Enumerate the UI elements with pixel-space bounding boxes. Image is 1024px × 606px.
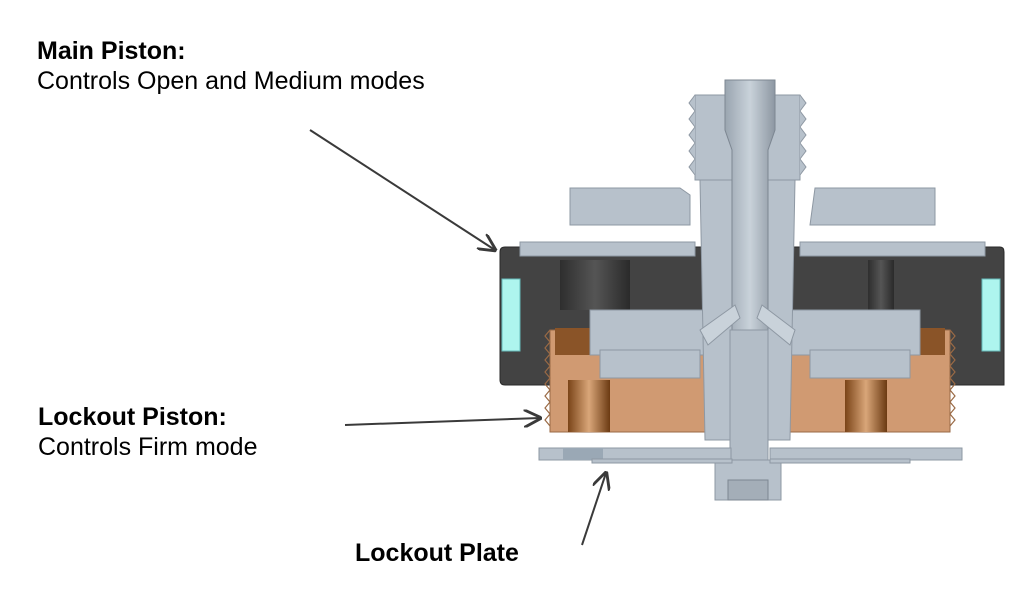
lockout-piston-arrow	[344, 418, 540, 425]
seal-right	[981, 278, 1001, 352]
seal-left	[501, 278, 521, 352]
housing-port-left	[560, 260, 630, 310]
lockout-plate-arrow	[581, 473, 606, 546]
main-piston-label: Main Piston: Controls Open and Medium mo…	[37, 36, 425, 96]
main-piston	[519, 241, 986, 379]
main-piston-description: Controls Open and Medium modes	[37, 67, 425, 95]
lockout-piston-description: Controls Firm mode	[38, 433, 258, 461]
lockout-piston-title: Lockout Piston:	[38, 403, 227, 431]
lockout-plate-label: Lockout Plate	[355, 538, 519, 568]
top-flange-left	[569, 187, 691, 226]
threaded-stem	[688, 79, 807, 501]
main-piston-arrow	[309, 129, 495, 250]
top-flange-right	[809, 187, 936, 226]
lockout-piston-label: Lockout Piston: Controls Firm mode	[38, 402, 258, 462]
lockout-port-left	[568, 380, 610, 432]
lockout-plate-title: Lockout Plate	[355, 539, 519, 567]
housing-port-right	[868, 260, 894, 310]
main-piston-title: Main Piston:	[37, 37, 186, 65]
lockout-plate	[538, 447, 963, 464]
lockout-port-right	[845, 380, 887, 432]
